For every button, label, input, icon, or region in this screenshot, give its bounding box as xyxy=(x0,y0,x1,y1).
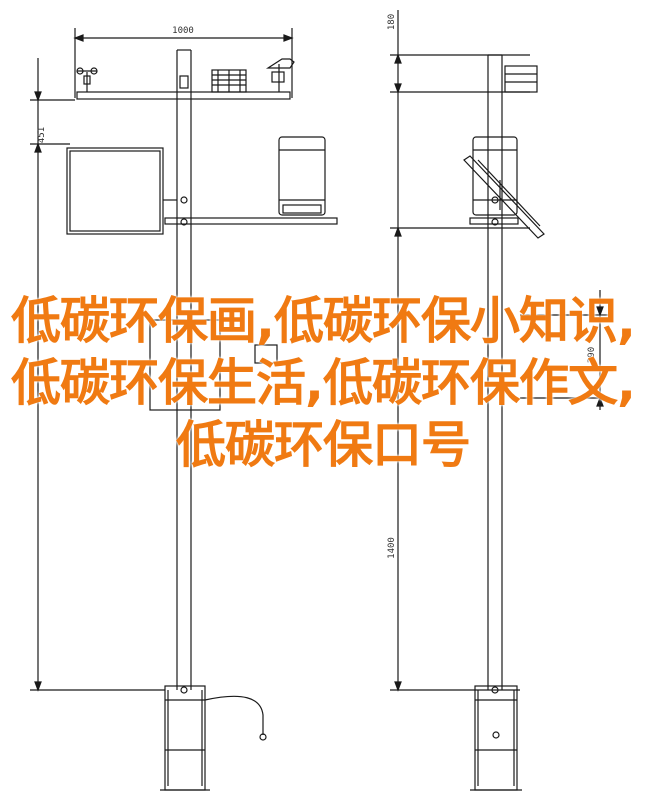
base-cage xyxy=(160,685,210,791)
dim-top-width: 1000 xyxy=(172,26,194,36)
overlay-title: 低碳环保画,低碳环保小知识,低碳环保生活,低碳环保作文,低碳环保口号 xyxy=(11,292,636,474)
ground-cable xyxy=(204,695,264,735)
side-solar-panel xyxy=(463,155,545,239)
dim-panel-height: 451 xyxy=(37,127,47,143)
top-crossarm xyxy=(76,91,291,100)
lower-crossarm xyxy=(164,217,338,225)
control-box xyxy=(278,136,326,216)
mid-sensor xyxy=(254,344,278,364)
side-crossarm xyxy=(469,217,519,225)
wind-vane xyxy=(265,58,295,92)
mid-box xyxy=(149,319,221,411)
left-height-dimension xyxy=(30,58,165,692)
solar-panel xyxy=(66,147,177,235)
side-view xyxy=(390,10,610,791)
dim-side-top: 180 xyxy=(387,14,397,30)
dim-side-mid: 390 xyxy=(587,347,597,363)
wind-sensor xyxy=(76,67,98,92)
dim-side-low: 1400 xyxy=(387,537,397,559)
front-view xyxy=(30,28,338,791)
radiation-shield xyxy=(211,69,247,93)
side-shield xyxy=(504,65,538,93)
side-base-cage xyxy=(470,685,522,791)
side-control-box xyxy=(472,136,518,216)
top-width-dimension xyxy=(73,28,294,98)
ground-rod xyxy=(259,733,267,741)
main-pole xyxy=(176,49,192,694)
